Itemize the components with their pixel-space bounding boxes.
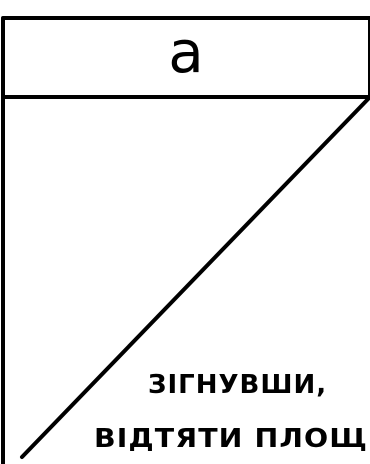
sheet-outline [1, 16, 370, 464]
caption-line-2: ВІДТЯТИ ПЛОЩ [94, 424, 368, 454]
fold-diagonal [20, 95, 370, 459]
caption-line-1: ЗІГНУВШИ, [148, 370, 327, 400]
strip-label: a [168, 18, 204, 86]
